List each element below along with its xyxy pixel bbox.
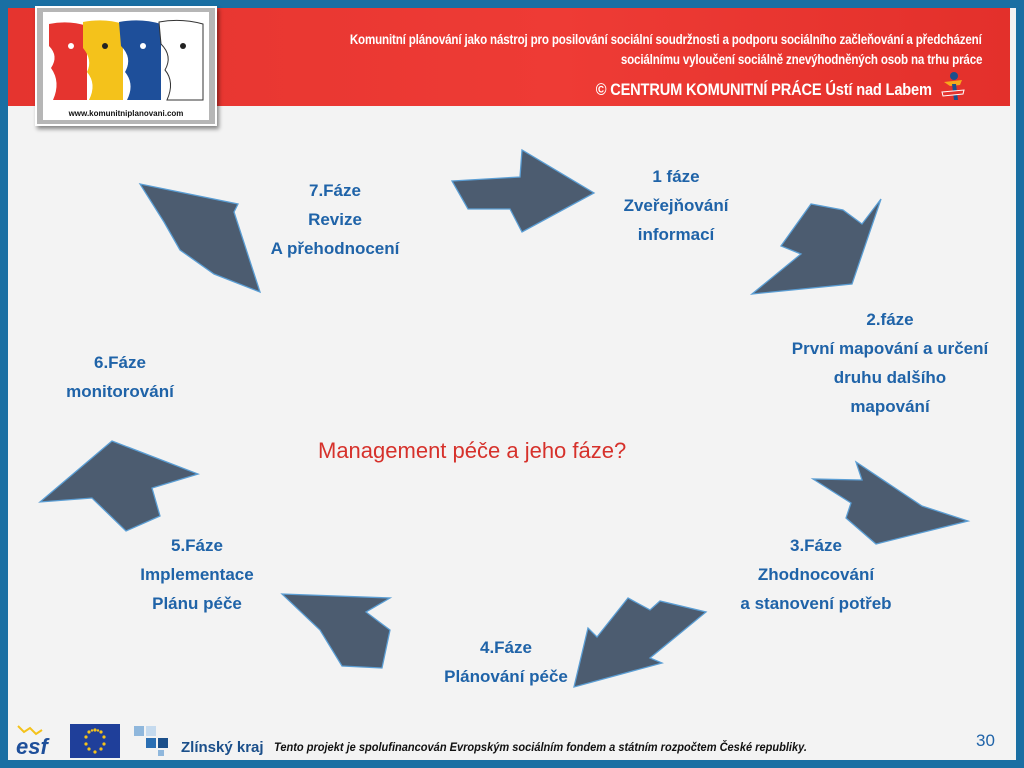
phase-3: 3.Fáze Zhodnocování a stanovení potřeb [724,531,908,618]
phase-1-line-1: 1 fáze [652,167,700,186]
phase-1-line-3: informací [637,225,715,244]
arrow-3-to-4 [573,597,708,688]
phase-5: 5.Fáze Implementace Plánu péče [122,531,272,618]
esf-logo-icon: esf [16,725,50,758]
project-logo: www.komunitniplanovani.com [35,6,217,126]
arrow-6-to-7 [138,183,262,294]
phase-7-line-2: Revize [308,210,362,229]
header-line-1: Komunitní plánování jako nástroj pro pos… [350,32,982,47]
phase-2-line-3: druhu dalšího [833,368,947,387]
eu-flag-icon [70,724,120,758]
phase-6-line-2: monitorování [66,382,174,401]
phase-6: 6.Fáze monitorování [52,348,188,406]
phase-7-line-3: A přehodnocení [270,239,400,258]
phase-5-line-2: Implementace [140,565,254,584]
phase-6-line-1: 6.Fáze [94,353,146,372]
arrow-2-to-3 [810,460,971,545]
footer-text: Tento projekt je spolufinancován Evropsk… [274,740,807,754]
phase-2: 2.fáze První mapování a určení druhu dal… [774,305,1006,421]
phase-2-line-2: První mapování a určení [791,339,989,358]
phase-4: 4.Fáze Plánování péče [430,633,582,691]
phase-5-line-1: 5.Fáze [171,536,223,555]
logo-url: www.komunitniplanovani.com [68,109,184,118]
arrow-1-to-2 [749,198,882,295]
center-title: Management péče a jeho fáze? [318,438,627,463]
header-line-3: © CENTRUM KOMUNITNÍ PRÁCE Ústí nad Labem [595,80,932,99]
phase-7-line-1: 7.Fáze [309,181,361,200]
phase-4-line-2: Plánování péče [444,667,568,686]
phase-2-line-4: mapování [850,397,930,416]
zlinsky-kraj-icon [134,726,168,756]
faces-logo-icon [47,18,205,104]
phase-5-line-3: Plánu péče [152,594,242,613]
phase-3-line-1: 3.Fáze [790,536,842,555]
arrow-7-to-1 [450,148,596,233]
phase-1: 1 fáze Zveřejňování informací [612,162,740,249]
header-line-2: sociálnímu vyloučení sociálně znevýhodně… [620,52,983,67]
arrow-5-to-6 [38,440,200,532]
slide [8,8,1016,760]
phase-4-line-1: 4.Fáze [480,638,532,657]
region-label: Zlínský kraj [181,739,264,756]
page-number: 30 [976,731,995,750]
phase-2-line-1: 2.fáze [866,310,914,329]
phase-3-line-3: a stanovení potřeb [740,594,892,613]
arrow-4-to-5 [280,593,393,669]
phase-7: 7.Fáze Revize A přehodnocení [256,176,414,263]
phase-3-line-2: Zhodnocování [757,565,875,584]
esf-text: esf [16,734,50,758]
phase-1-line-2: Zveřejňování [623,196,729,215]
community-work-icon [941,72,965,100]
